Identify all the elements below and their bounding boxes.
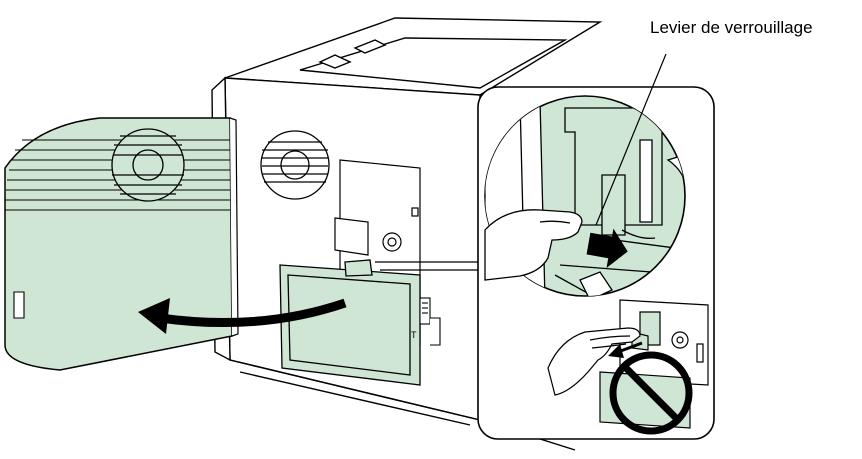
slot-mark: T (411, 330, 417, 340)
front-cover (4, 117, 239, 371)
callout-label: Levier de verrouillage (650, 18, 813, 37)
magnified-view (484, 95, 686, 297)
no-entry-circle-icon (609, 351, 693, 435)
box-latch (419, 297, 441, 346)
hand-icon (547, 327, 641, 396)
pull-arrow-icon (608, 341, 643, 358)
cover-vent-grille (111, 128, 185, 202)
curved-arrow-icon (138, 298, 347, 334)
waste-toner-box (279, 259, 421, 386)
right-arrow-icon (586, 228, 628, 269)
prohibited-example (547, 299, 709, 435)
hand-icon (484, 209, 583, 281)
printer-vent-grille (260, 130, 330, 200)
detail-connector (375, 261, 480, 271)
callout-leader-line (595, 53, 667, 226)
